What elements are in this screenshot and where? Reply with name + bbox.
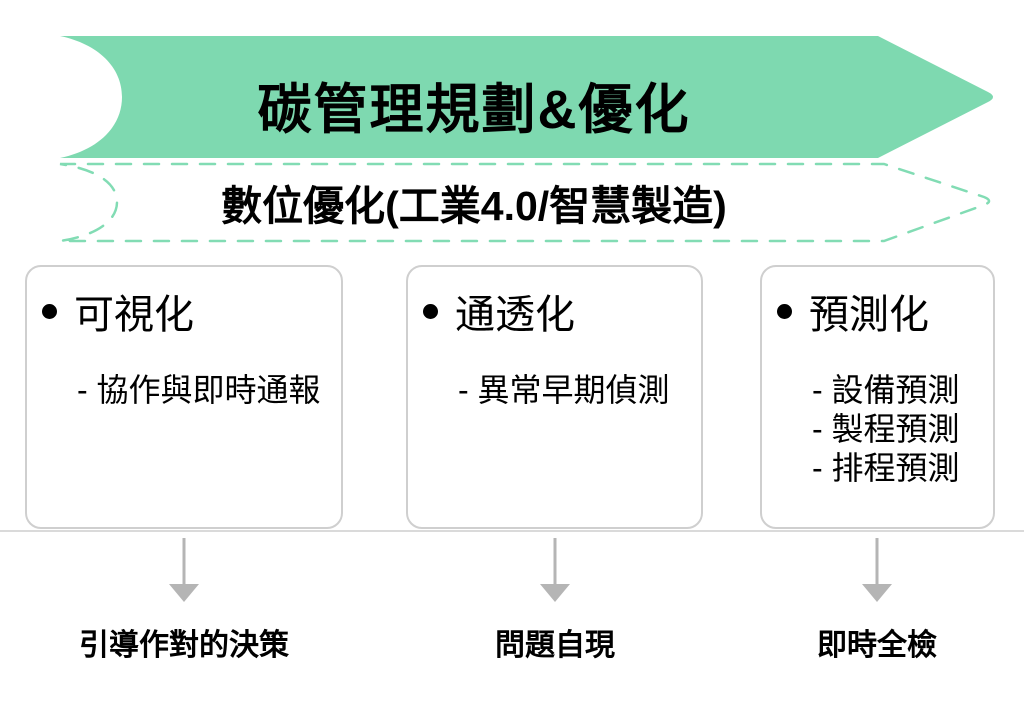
bullet-icon: [42, 303, 57, 319]
card-visualization: 可視化 - 協作與即時通報: [25, 265, 343, 529]
card-title-row: 預測化: [777, 287, 993, 337]
arrow-head: [862, 584, 892, 602]
card-item: - 異常早期偵測: [458, 372, 670, 408]
main-banner-title: 碳管理規劃&優化: [257, 79, 691, 140]
card-item: - 設備預測: [812, 372, 960, 408]
divider-line: [0, 530, 1024, 532]
card-item-list: - 協作與即時通報: [77, 371, 341, 410]
sub-banner-title: 數位優化(工業4.0/智慧製造): [221, 183, 727, 229]
down-arrow-icon: [862, 538, 892, 602]
card-item-list: - 設備預測 - 製程預測 - 排程預測: [812, 371, 993, 488]
card-transparency: 通透化 - 異常早期偵測: [406, 265, 703, 529]
outcome-label: 即時全檢: [817, 629, 937, 662]
card-item: - 排程預測: [812, 450, 960, 486]
down-arrow-icon: [169, 538, 199, 602]
arrow-head: [540, 584, 570, 602]
sub-banner-dashed-outline: [59, 162, 991, 243]
card-title-row: 通透化: [423, 287, 701, 337]
bullet-icon: [777, 303, 792, 319]
outcome-label: 引導作對的決策: [79, 629, 289, 662]
card-item: - 協作與即時通報: [77, 372, 321, 408]
bullet-icon: [423, 303, 438, 319]
card-prediction: 預測化 - 設備預測 - 製程預測 - 排程預測: [760, 265, 995, 529]
banner-graphics: [59, 36, 993, 243]
card-title: 可視化: [74, 293, 194, 337]
card-item-list: - 異常早期偵測: [458, 371, 701, 410]
main-banner-ribbon: [60, 36, 993, 158]
arrow-head: [169, 584, 199, 602]
card-title-row: 可視化: [42, 287, 341, 337]
card-title: 預測化: [809, 293, 929, 337]
outcome-label: 問題自現: [495, 629, 615, 662]
card-title: 通透化: [455, 293, 575, 337]
card-item: - 製程預測: [812, 411, 960, 447]
down-arrow-icon: [540, 538, 570, 602]
